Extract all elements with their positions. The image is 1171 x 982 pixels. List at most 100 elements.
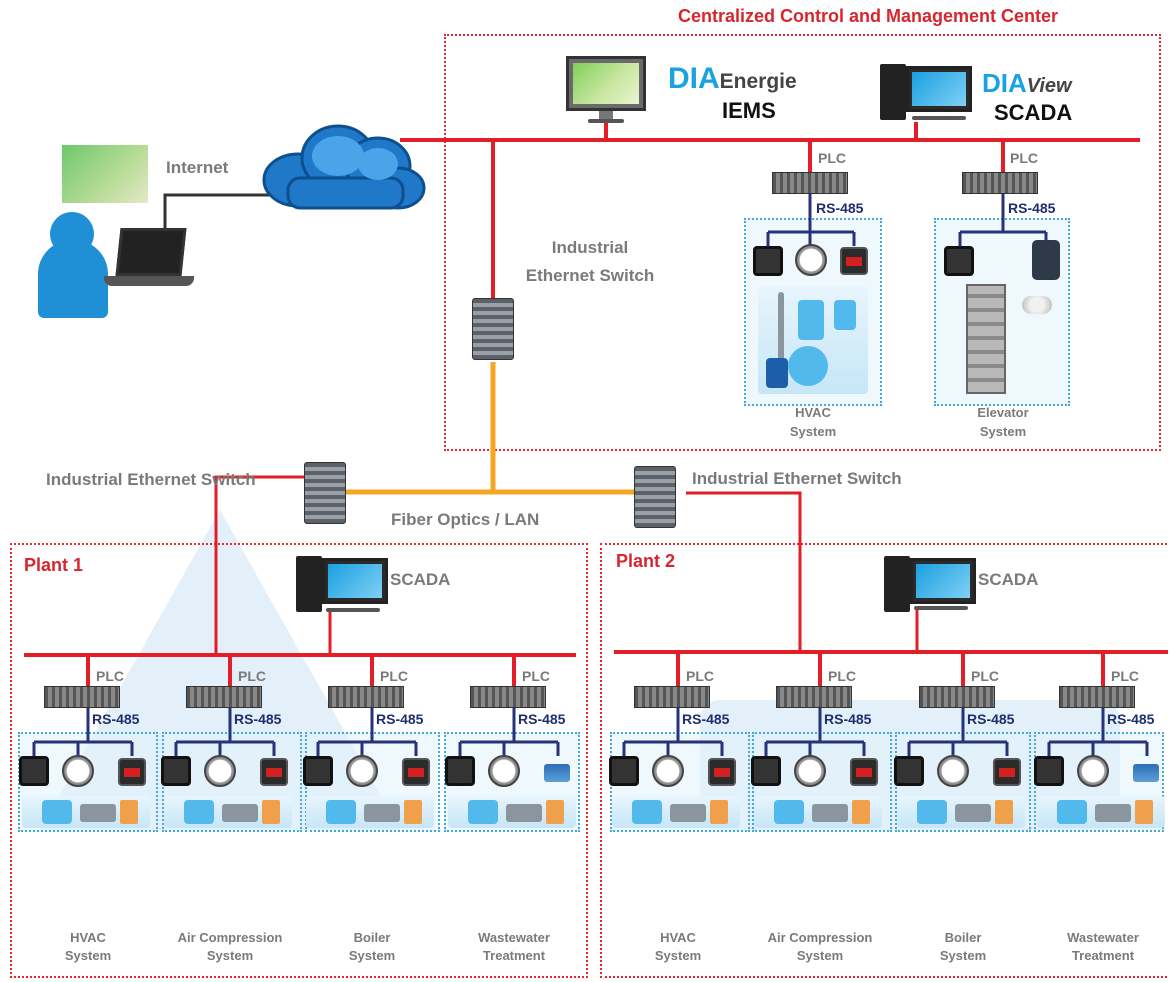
- plant1-hvac-label-1: HVAC: [70, 930, 106, 945]
- plant1-hvac-plc-icon: [44, 686, 120, 708]
- scada-base: [912, 116, 966, 120]
- center-plc-1-icon: [772, 172, 848, 194]
- right-switch-label: Industrial Ethernet Switch: [692, 469, 902, 488]
- plant2-wastewater-illustration: [1037, 796, 1165, 828]
- plant1-boiler-plc-icon: [328, 686, 404, 708]
- hmi-icon: [303, 756, 333, 786]
- plant1-wastewater-illustration: [448, 796, 576, 828]
- plant1-wastewater-label-2: Treatment: [482, 948, 546, 963]
- user-body-icon: [38, 240, 108, 318]
- plant1-uplink: [214, 475, 304, 655]
- left-switch-label: Industrial Ethernet Switch: [46, 470, 256, 489]
- flow-meter-icon: [544, 764, 570, 782]
- plant2-boiler-plc-icon: [919, 686, 995, 708]
- plant2-wastewater-plc-label: PLC: [1111, 668, 1139, 684]
- center-hvac-label-1: HVAC: [795, 405, 831, 420]
- power-meter-icon: [850, 758, 878, 786]
- remote-dashboard-thumbnail: [62, 145, 148, 203]
- plant1-wastewater-rs485-label: RS-485: [518, 711, 566, 727]
- hmi-icon: [445, 756, 475, 786]
- center-title: Centralized Control and Management Cente…: [678, 6, 1059, 26]
- plant2-hvac-rs485-label: RS-485: [682, 711, 730, 727]
- inverter-icon: [1032, 240, 1060, 280]
- scada-brand-dia: DIA: [982, 68, 1027, 98]
- scada-label: SCADA: [994, 100, 1073, 125]
- plant1-boiler-label-2: System: [348, 948, 396, 963]
- plant-2-zone: [600, 543, 1167, 978]
- plant1-air-illustration: [164, 796, 292, 828]
- plant1-air-label-2: System: [206, 948, 254, 963]
- elevator-illustration: [966, 284, 1006, 394]
- center-elevator-label-1: Elevator: [977, 405, 1029, 420]
- plant2-hvac-label-1: HVAC: [660, 930, 696, 945]
- cloud-icon: [262, 124, 426, 210]
- plant1-air-plc-icon: [186, 686, 262, 708]
- center-rs485-1-label: RS-485: [816, 200, 864, 216]
- control-center-zone: [444, 34, 1161, 451]
- plant1-boiler-label-1: Boiler: [353, 930, 391, 945]
- plant1-hvac-rs485-label: RS-485: [92, 711, 140, 727]
- plant1-air-rs485-label: RS-485: [234, 711, 282, 727]
- plant2-boiler-label-2: System: [939, 948, 987, 963]
- right-ethernet-switch-icon: [634, 466, 676, 528]
- plant-1-zone: [10, 543, 588, 978]
- plant2-hvac-label-2: System: [654, 948, 702, 963]
- center-rs485-elevator: [958, 194, 1048, 246]
- plant2-uplink: [686, 491, 802, 652]
- power-meter-icon: [708, 758, 736, 786]
- hmi-icon: [1034, 756, 1064, 786]
- plant1-scada-tower-icon: [296, 556, 322, 612]
- plant2-wastewater-rs485-label: RS-485: [1107, 711, 1155, 727]
- plant1-scada-monitor-icon: [322, 558, 388, 604]
- hmi-icon: [19, 756, 49, 786]
- plant1-wastewater-label-1: Wastewater: [478, 930, 550, 945]
- plant1-air-label-1: Air Compression: [177, 930, 283, 945]
- laptop-base-icon: [104, 276, 194, 286]
- center-switch-label-1: Industrial: [551, 238, 629, 257]
- gauge-icon: [794, 755, 826, 787]
- hmi-icon: [944, 246, 974, 276]
- iems-brand: DIAEnergie: [668, 62, 797, 96]
- plant2-hvac-illustration: [612, 796, 740, 828]
- center-ethernet-switch-icon: [472, 298, 514, 360]
- plant1-scada-base: [326, 608, 380, 612]
- center-rs485-2-label: RS-485: [1008, 200, 1056, 216]
- center-plc-2-icon: [962, 172, 1038, 194]
- plant2-air-plc-icon: [776, 686, 852, 708]
- plant2-air-illustration: [754, 796, 882, 828]
- left-ethernet-switch-icon: [304, 462, 346, 524]
- fiber-link-label: Fiber Optics / LAN: [391, 510, 540, 529]
- laptop-icon: [115, 228, 187, 276]
- hvac-illustration: [758, 286, 868, 394]
- power-meter-icon: [840, 247, 868, 275]
- flow-meter-icon: [1133, 764, 1159, 782]
- plant2-boiler-label-1: Boiler: [944, 930, 982, 945]
- plant2-air-label-2: System: [796, 948, 844, 963]
- plant2-scada-monitor-icon: [910, 558, 976, 604]
- center-elevator-label-2: System: [979, 424, 1027, 439]
- gauge-icon: [62, 755, 94, 787]
- plant-2-title: Plant 2: [616, 551, 676, 571]
- gauge-icon: [937, 755, 969, 787]
- scada-monitor-icon: [906, 66, 972, 112]
- power-meter-icon: [993, 758, 1021, 786]
- plant-1-title: Plant 1: [24, 555, 84, 575]
- plant1-hvac-illustration: [22, 796, 150, 828]
- plant1-boiler-illustration: [306, 796, 434, 828]
- center-plc-1-label: PLC: [818, 150, 846, 166]
- scada-tower-icon: [880, 64, 906, 120]
- hmi-icon: [894, 756, 924, 786]
- scada-brand: DIAView: [982, 68, 1072, 99]
- plant2-boiler-illustration: [897, 796, 1025, 828]
- iems-brand-suffix: Energie: [719, 70, 797, 93]
- gauge-icon: [204, 755, 236, 787]
- center-rs485-hvac: [766, 194, 856, 246]
- hmi-icon: [751, 756, 781, 786]
- plant1-hvac-label-2: System: [64, 948, 112, 963]
- gauge-icon: [488, 755, 520, 787]
- hmi-icon: [609, 756, 639, 786]
- internet-label: Internet: [166, 158, 229, 177]
- plant2-scada-base: [914, 606, 968, 610]
